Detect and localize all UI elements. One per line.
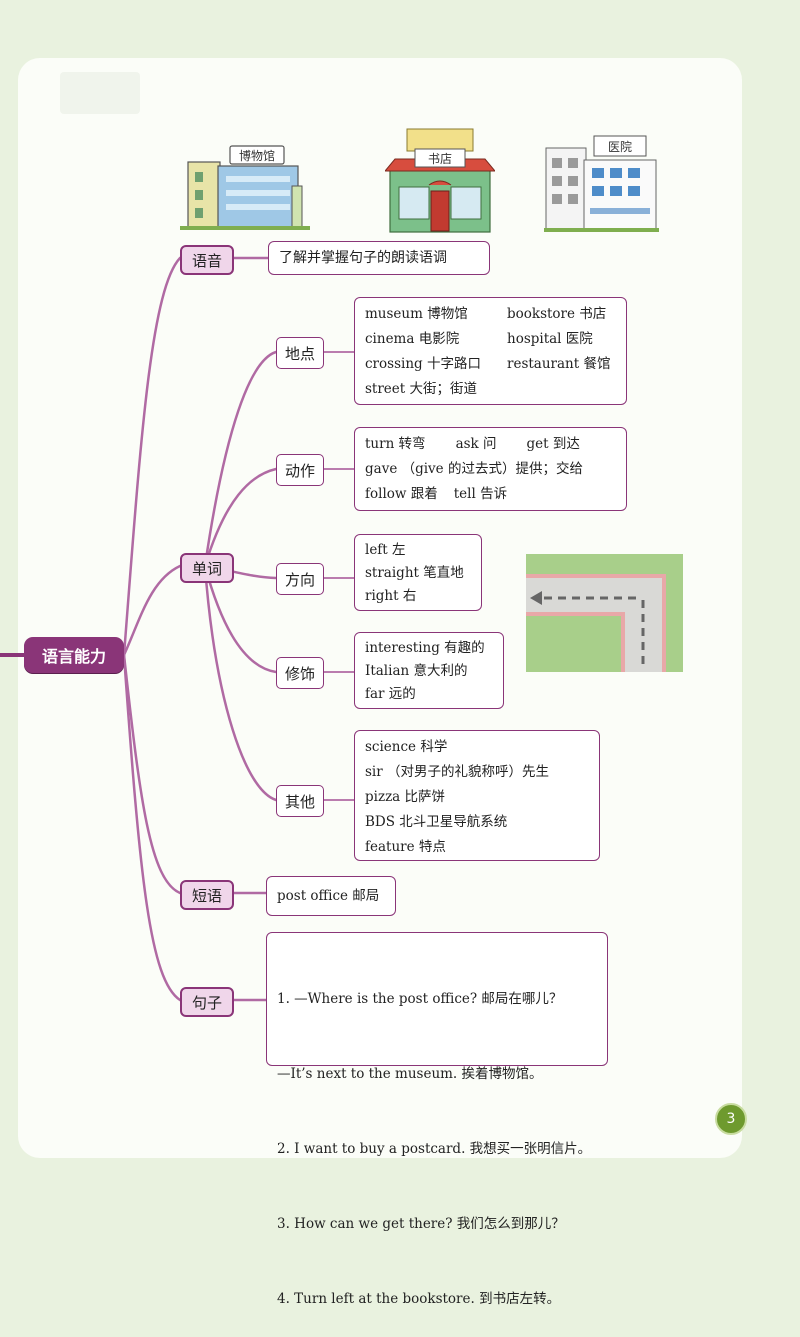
bookstore-building-illustration: 书店	[385, 128, 495, 233]
mindmap-connectors	[0, 256, 354, 1002]
others-vocab-box: science 科学 sir （对男子的礼貌称呼）先生 pizza 比萨饼 BD…	[354, 730, 600, 861]
subbranch-places: 地点	[276, 337, 324, 369]
modifiers-vocab-box: interesting 有趣的 Italian 意大利的 far 远的	[354, 632, 504, 709]
subbranch-actions: 动作	[276, 454, 324, 486]
subbranch-modifiers: 修饰	[276, 657, 324, 689]
vocab-row: BDS 北斗卫星导航系统	[365, 814, 508, 830]
vocab-row: straight 笔直地	[365, 565, 464, 581]
street-turn-left-illustration	[526, 554, 683, 672]
decorative-patch	[60, 72, 140, 114]
page-number: 3	[715, 1103, 747, 1135]
root-node-language-ability: 语言能力	[24, 637, 124, 673]
museum-building-illustration: 博物馆	[180, 145, 310, 230]
hospital-sign: 医院	[608, 140, 632, 154]
branch-phrases: 短语	[180, 880, 234, 910]
vocab-row: left 左	[365, 542, 406, 558]
vocab-row: sir （对男子的礼貌称呼）先生	[365, 764, 549, 780]
vocab-row: right 右	[365, 588, 417, 604]
sentence-row: 2. I want to buy a postcard. 我想买一张明信片。	[277, 1141, 592, 1157]
vocab-row: interesting 有趣的	[365, 640, 485, 656]
vocab-row: science 科学	[365, 739, 448, 755]
branch-pronunciation: 语音	[180, 245, 234, 275]
phrases-content: post office 邮局	[266, 876, 396, 916]
sentences-box: 1. —Where is the post office? 邮局在哪儿？ —It…	[266, 932, 608, 1307]
subbranch-directions: 方向	[276, 563, 324, 595]
vocab-row: gave （give 的过去式）提供；交给	[365, 461, 583, 477]
vocab-row: pizza 比萨饼	[365, 789, 446, 805]
vocab-row: far 远的	[365, 686, 416, 702]
sentence-row: —It’s next to the museum. 挨着博物馆。	[277, 1066, 543, 1082]
sentence-row: 3. How can we get there? 我们怎么到那儿？	[277, 1216, 565, 1232]
subbranch-others: 其他	[276, 785, 324, 817]
sentence-row: 4. Turn left at the bookstore. 到书店左转。	[277, 1291, 561, 1307]
vocab-row: feature 特点	[365, 839, 446, 855]
pronunciation-content: 了解并掌握句子的朗读语调	[268, 241, 490, 275]
branch-sentences: 句子	[180, 987, 234, 1017]
branch-words: 单词	[180, 553, 234, 583]
bookstore-sign: 书店	[428, 152, 452, 166]
vocab-row: Italian 意大利的	[365, 663, 468, 679]
vocab-row: street 大街；街道	[365, 381, 478, 397]
sentence-row: 1. —Where is the post office? 邮局在哪儿？	[277, 991, 563, 1007]
hospital-building-illustration: 医院	[544, 135, 659, 232]
directions-vocab-box: left 左 straight 笔直地 right 右	[354, 534, 482, 611]
museum-sign: 博物馆	[239, 148, 275, 163]
